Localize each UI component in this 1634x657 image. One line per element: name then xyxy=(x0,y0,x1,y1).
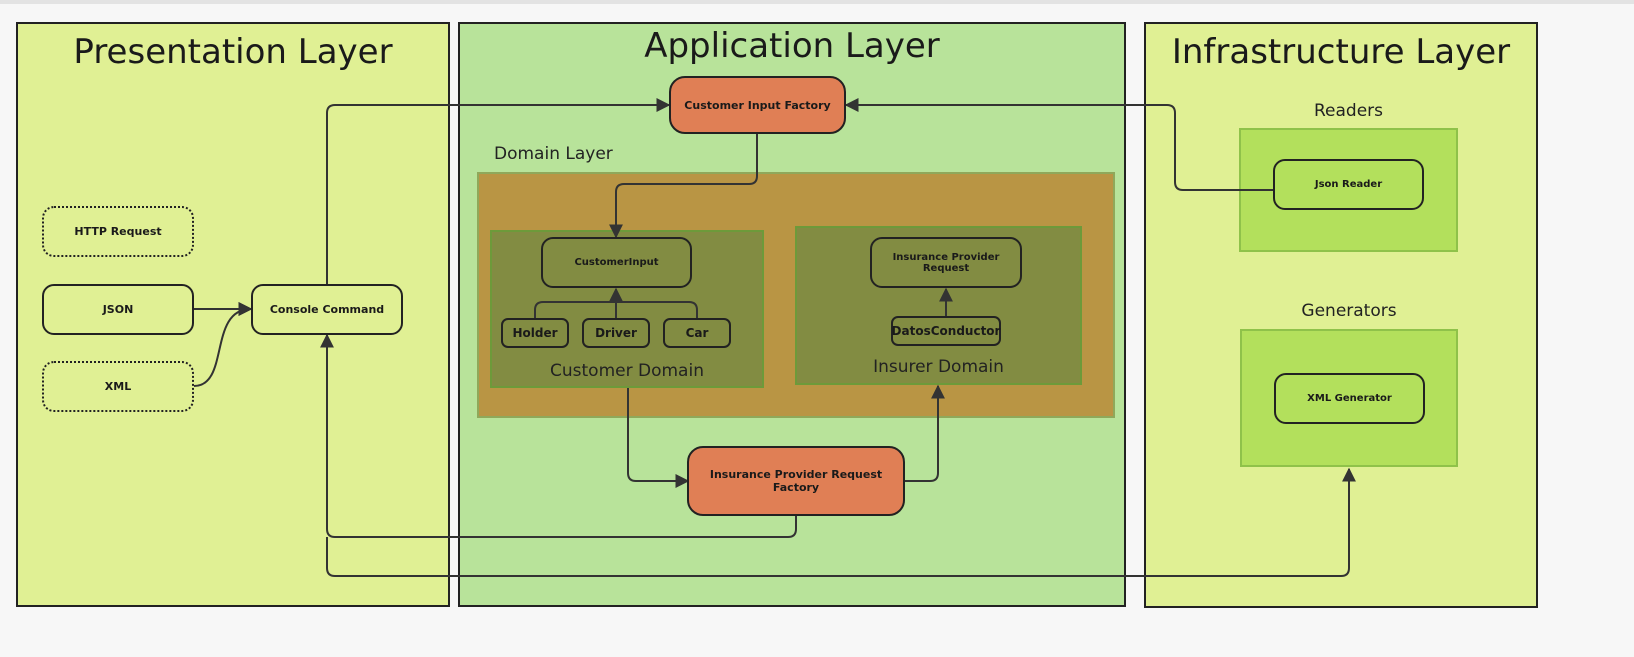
customer-domain-title: Customer Domain xyxy=(550,361,704,381)
xml-node[interactable]: XML xyxy=(42,361,194,412)
car-node[interactable]: Car xyxy=(663,318,731,348)
generators-group xyxy=(1240,329,1458,467)
domain-layer-title: Domain Layer xyxy=(494,144,613,164)
insurer-domain xyxy=(795,226,1082,385)
driver-node[interactable]: Driver xyxy=(582,318,650,348)
readers-title: Readers xyxy=(1313,101,1384,121)
json-reader-node[interactable]: Json Reader xyxy=(1273,159,1424,210)
infrastructure-layer-title: Infrastructure Layer xyxy=(1171,32,1511,72)
xml-generator-node[interactable]: XML Generator xyxy=(1274,373,1425,424)
holder-node[interactable]: Holder xyxy=(501,318,569,348)
customer-input-factory-node[interactable]: Customer Input Factory xyxy=(669,76,846,134)
application-layer-title: Application Layer xyxy=(644,26,940,66)
insurance-provider-request-node[interactable]: Insurance Provider Request xyxy=(870,237,1022,288)
canvas-top-bar xyxy=(0,0,1634,4)
insurer-domain-title: Insurer Domain xyxy=(873,357,1004,377)
presentation-layer-title: Presentation Layer xyxy=(73,32,393,72)
console-command-node[interactable]: Console Command xyxy=(251,284,403,335)
json-node[interactable]: JSON xyxy=(42,284,194,335)
datos-conductor-node[interactable]: DatosConductor xyxy=(891,316,1001,346)
generators-title: Generators xyxy=(1301,301,1397,321)
readers-group xyxy=(1239,128,1458,252)
http-request-node[interactable]: HTTP Request xyxy=(42,206,194,257)
customer-input-node[interactable]: CustomerInput xyxy=(541,237,692,288)
insurance-provider-request-factory-node[interactable]: Insurance Provider Request Factory xyxy=(687,446,905,516)
